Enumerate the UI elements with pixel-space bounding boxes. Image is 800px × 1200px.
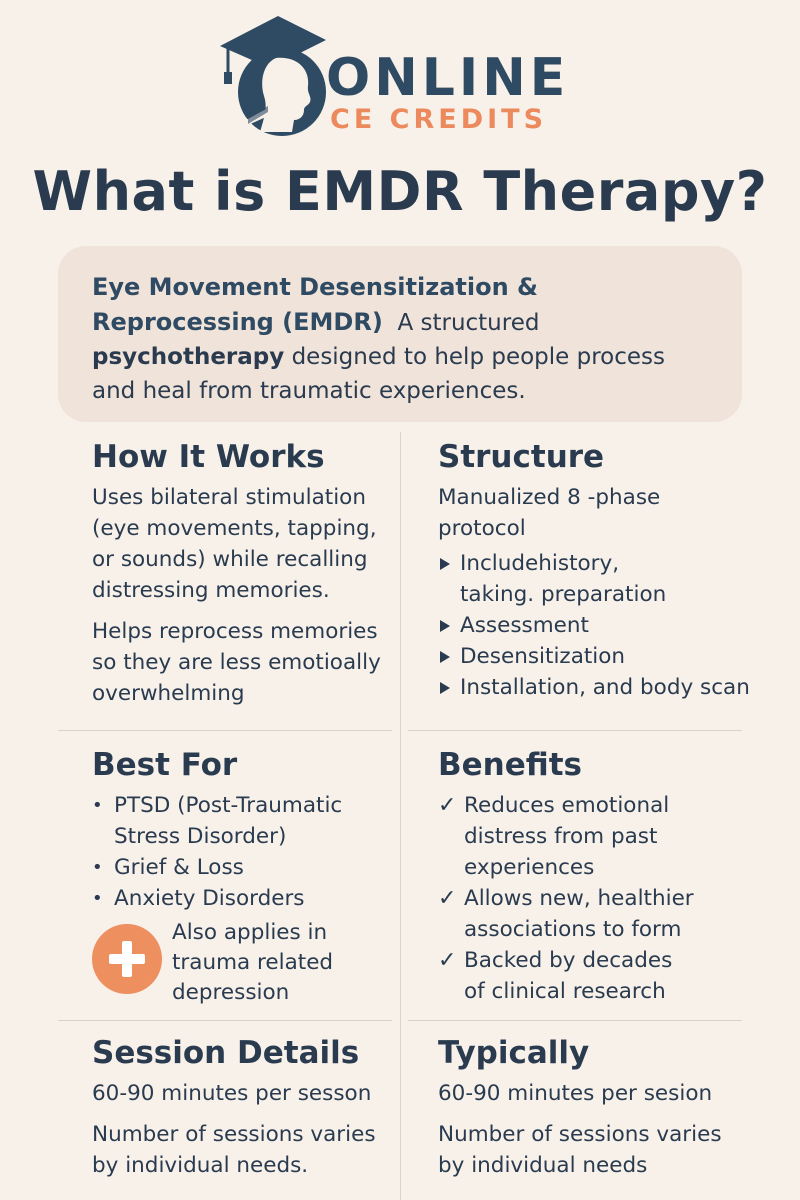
list-item: Backed by decades of clinical research — [438, 945, 698, 1007]
intro-box: Eye Movement Desensitization & Reprocess… — [58, 246, 742, 422]
list-item: Allows new, healthier associations to fo… — [438, 883, 718, 945]
structure-text: Manualized 8 -phase protocol — [438, 485, 661, 542]
session-details-line-1: 60-90 minutes per sesson — [92, 1081, 372, 1107]
best-for-note: Also applies in trauma related depressio… — [92, 918, 392, 1008]
column-divider — [400, 432, 401, 1200]
logo-text-ce-credits: CE CREDITS — [330, 104, 548, 135]
list-item: Assessment — [438, 610, 758, 641]
how-it-works-para-1: Uses bilateral stimulation (eye movement… — [92, 485, 377, 604]
section-structure: Structure Manualized 8 -phase protocol I… — [438, 440, 758, 703]
section-typically: Typically 60-90 minutes per sesion Numbe… — [438, 1036, 738, 1181]
intro-emphasis: psychotherapy — [92, 344, 285, 370]
benefits-title: Benefits — [438, 747, 582, 783]
list-item: Grief & Loss — [92, 852, 392, 883]
list-item: Reduces emotional distress from past exp… — [438, 790, 688, 883]
plus-icon — [92, 924, 162, 995]
benefits-list: Reduces emotional distress from past exp… — [438, 790, 738, 1007]
section-session-details: Session Details 60-90 minutes per sesson… — [92, 1036, 392, 1181]
list-item: Includehistory, taking. preparation — [438, 548, 698, 610]
list-item: Installation, and body scan — [438, 672, 758, 703]
row-divider-1-left — [58, 730, 392, 731]
list-item: Anxiety Disorders — [92, 883, 392, 914]
session-details-title: Session Details — [92, 1035, 360, 1071]
best-for-list: PTSD (Post-Traumatic Stress Disorder) Gr… — [92, 790, 392, 914]
section-how-it-works: How It Works Uses bilateral stimulation … — [92, 440, 392, 709]
how-it-works-title: How It Works — [92, 439, 325, 475]
best-for-title: Best For — [92, 747, 238, 783]
session-details-line-2: Number of sessions varies by individual … — [92, 1122, 376, 1179]
list-item: PTSD (Post-Traumatic Stress Disorder) — [92, 790, 362, 852]
row-divider-2-right — [408, 1020, 742, 1021]
intro-text-before: A structured — [397, 310, 540, 336]
logo: ONLINE CE CREDITS — [218, 8, 598, 138]
page-title: What is EMDR Therapy? — [32, 160, 768, 223]
typically-line-1: 60-90 minutes per sesion — [438, 1081, 713, 1107]
intro-term: Eye Movement Desensitization & Reprocess… — [92, 273, 538, 336]
logo-text-online: ONLINE — [326, 48, 570, 108]
intro-text-after: designed to help people process and heal… — [92, 344, 666, 404]
section-benefits: Benefits Reduces emotional distress from… — [438, 748, 738, 1007]
graduation-cap-head-icon — [220, 16, 326, 136]
structure-title: Structure — [438, 439, 605, 475]
list-item: Desensitization — [438, 641, 758, 672]
section-best-for: Best For PTSD (Post-Traumatic Stress Dis… — [92, 748, 392, 1008]
row-divider-2-left — [58, 1020, 392, 1021]
typically-title: Typically — [438, 1035, 590, 1071]
how-it-works-para-2: Helps reprocess memories so they are les… — [92, 619, 381, 707]
typically-line-2: Number of sessions varies by individual … — [438, 1122, 722, 1179]
structure-list: Includehistory, taking. preparation Asse… — [438, 548, 758, 703]
best-for-note-text: Also applies in trauma related depressio… — [172, 920, 334, 1006]
row-divider-1-right — [408, 730, 742, 731]
